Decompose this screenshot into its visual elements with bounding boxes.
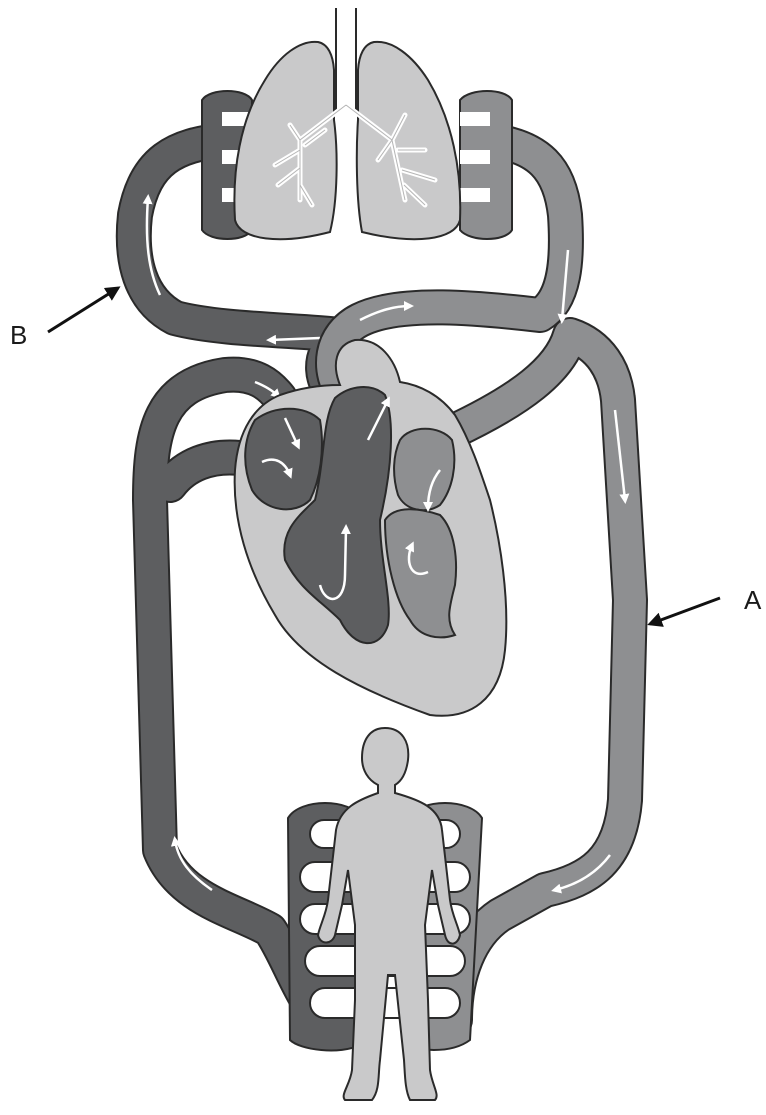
heart: [235, 340, 507, 716]
label-b-pointer: [48, 288, 118, 332]
label-a-pointer: [650, 598, 720, 624]
label-a: A: [744, 587, 761, 613]
lungs: [234, 8, 460, 239]
left-atrium: [394, 429, 454, 510]
right-lung: [357, 42, 460, 239]
label-b: B: [10, 322, 27, 348]
right-atrium: [245, 409, 322, 510]
right-lung-capillaries: [460, 91, 512, 239]
left-lung: [234, 42, 336, 239]
